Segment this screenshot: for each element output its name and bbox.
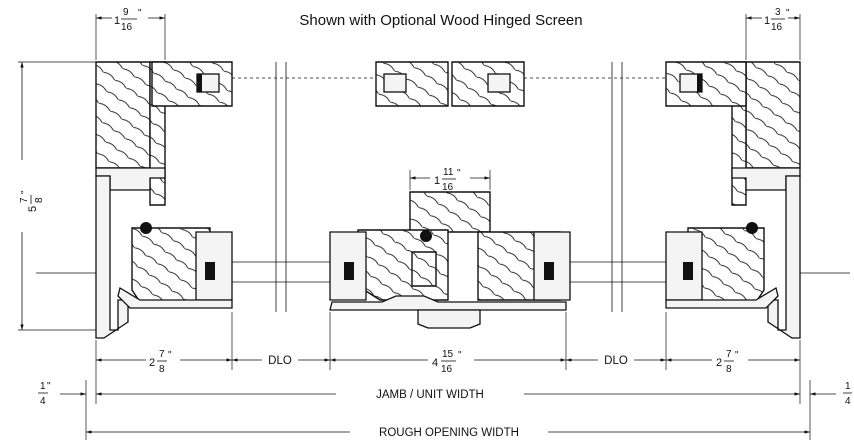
svg-text:15: 15 [442,349,454,360]
dlo-right-label: DLO [604,355,628,367]
dim-top-right: 1 3 16 " [764,7,790,33]
dim-middle: 4 15 16 " [432,349,462,375]
svg-text:": " [786,8,790,19]
svg-text:16: 16 [771,22,783,33]
svg-text:4: 4 [845,396,851,407]
svg-text:": " [20,190,31,194]
svg-text:8: 8 [159,364,165,375]
drawing-caption: Shown with Optional Wood Hinged Screen [299,12,582,29]
svg-text:7: 7 [19,197,30,203]
dim-left-gap: 1 4 " [38,381,51,407]
glass-panes [36,261,850,283]
svg-text:2: 2 [149,357,155,369]
dim-left-frame: 2 7 8 " [149,349,172,375]
svg-text:": " [458,350,462,361]
center-meeting-stile-section [329,61,571,329]
svg-text:16: 16 [441,364,453,375]
svg-text:9: 9 [123,7,129,18]
dim-height: 5 7 8 " [19,190,45,212]
svg-text:3: 3 [775,7,781,18]
svg-text:8: 8 [34,197,45,203]
glazing-gasket [205,262,215,280]
reference-lines [275,62,623,312]
svg-text:2: 2 [716,357,722,369]
svg-text:": " [168,350,172,361]
svg-text:1: 1 [845,381,851,392]
svg-text:4: 4 [432,357,438,369]
svg-text:": " [138,8,142,19]
svg-text:7: 7 [726,349,732,360]
svg-text:11: 11 [443,167,454,178]
svg-text:16: 16 [121,22,133,33]
weatherstrip-bulb [140,222,152,234]
dimension-lines [20,16,836,434]
svg-text:1: 1 [764,15,770,27]
dim-right-gap: 1 4 [843,381,852,407]
svg-text:7: 7 [159,349,165,360]
dlo-left-label: DLO [268,355,292,367]
jamb-width-label: JAMB / UNIT WIDTH [376,389,484,401]
right-jamb-section [665,61,801,339]
svg-text:1: 1 [114,15,120,27]
left-jamb-section [95,61,233,339]
svg-text:1: 1 [40,381,46,392]
dim-right-frame: 2 7 8 " [716,349,739,375]
svg-text:": " [457,168,461,179]
dim-center: 1 11 16 " [434,167,461,193]
svg-text:8: 8 [726,364,732,375]
svg-text:4: 4 [40,396,46,407]
rough-opening-label: ROUGH OPENING WIDTH [379,427,519,439]
dim-top-left: 1 9 16 " [114,7,142,33]
svg-text:1: 1 [434,175,440,187]
svg-text:16: 16 [442,182,454,193]
svg-text:": " [735,350,739,361]
svg-text:5: 5 [27,206,39,212]
svg-text:": " [47,381,51,392]
